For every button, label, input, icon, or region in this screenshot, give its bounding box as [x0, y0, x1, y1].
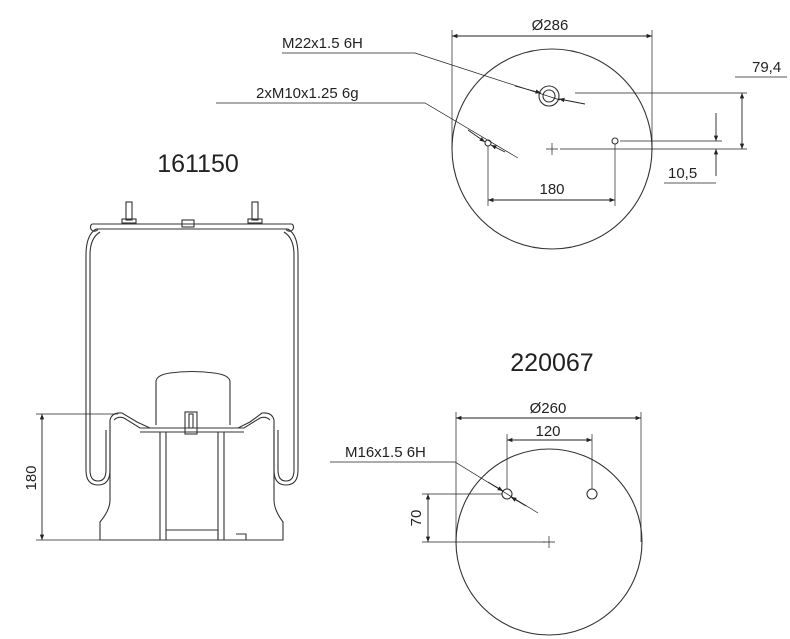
stud-thread-label: 2xM10x1.25 6g: [256, 85, 359, 102]
stud-spacing-label: 180: [539, 181, 564, 198]
top-plate-view: Ø286 M22x1.5 6H 2xM10x1.25 6g 79,4 10,5 …: [216, 17, 787, 250]
center-port-inner: [542, 89, 556, 103]
hole-right: [586, 488, 598, 500]
diameter-label: Ø286: [532, 17, 569, 34]
part-number-161150: 161150: [157, 150, 239, 178]
thread-label: M16x1.5 6H: [345, 444, 426, 461]
offset-label: 70: [408, 510, 425, 527]
air-spring-side-view: 161150 180: [23, 150, 299, 541]
center-port-outer: [538, 85, 560, 107]
center-thread-label: M22x1.5 6H: [282, 35, 363, 52]
part-number-220067: 220067: [510, 349, 593, 377]
piston-height-label: 180: [23, 465, 40, 490]
center-crosshair: [546, 143, 558, 155]
hole-spacing-label: 120: [535, 423, 560, 440]
stud-offset-label: 10,5: [668, 165, 697, 182]
center-offset-label: 79,4: [752, 59, 781, 76]
stud-hole-right: [611, 137, 619, 145]
stud-hole-left: [484, 139, 492, 147]
diameter-label: Ø260: [530, 400, 567, 417]
piston-bottom-view: 220067 Ø260 120 M16x1.5 6H 70: [330, 349, 643, 636]
